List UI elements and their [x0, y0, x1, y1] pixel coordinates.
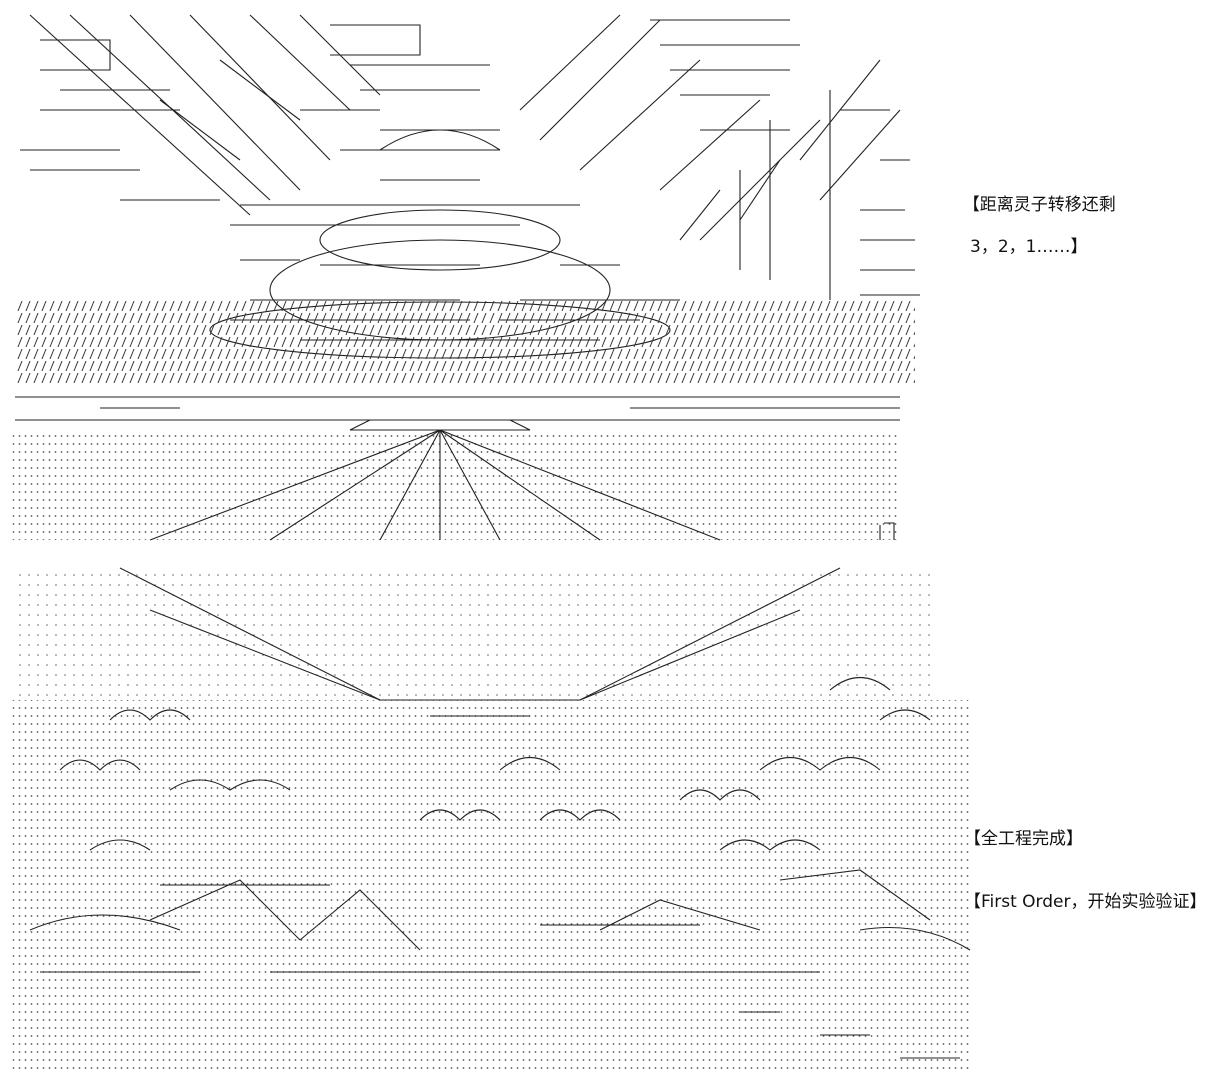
completion-line-2: 【First Order，开始实验验证】	[964, 892, 1207, 912]
dotted-floor	[12, 432, 897, 540]
hatched-band	[15, 300, 915, 362]
upper-scene	[20, 14, 920, 359]
completion-line-1: 【全工程完成】	[964, 829, 1083, 849]
countdown-line-2: 3，2，1……】	[970, 237, 1088, 257]
platform-lines	[15, 396, 900, 431]
lower-dotted-ground	[10, 700, 970, 1070]
lower-dotted-sky	[15, 570, 935, 700]
lower-landscape	[29, 567, 971, 1059]
radiating-beams	[149, 429, 881, 541]
countdown-line-1: 【距离灵子转移还剩	[962, 195, 1116, 215]
countdown-caption: 【距离灵子转移还剩 3，2，1……】	[952, 174, 1116, 279]
completion-caption: 【全工程完成】 【First Order，开始实验验证】	[964, 787, 1207, 934]
